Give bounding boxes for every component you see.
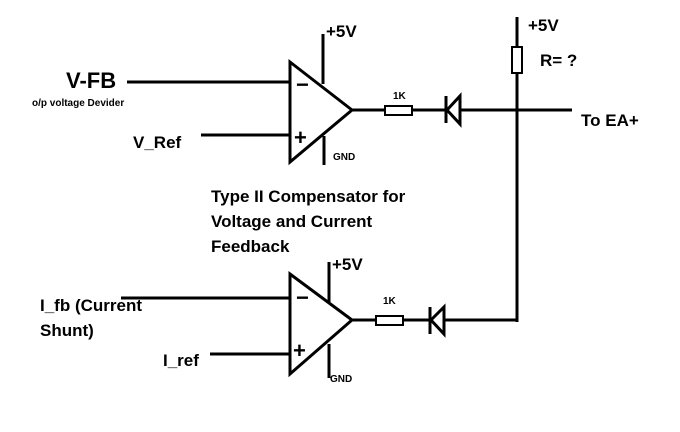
pullup-supply-label: +5V [528,16,559,35]
top-opamp-supply-label: +5V [326,22,357,41]
bottom-diode [428,303,446,338]
top-diode [444,92,462,128]
to-ea-plus-label: To EA+ [581,111,639,130]
top-opamp: − + +5V GND V-FB o/p voltage Devider V_R… [32,22,572,166]
v-fb-sublabel: o/p voltage Devider [32,98,124,109]
bottom-opamp-minus: − [296,285,309,310]
bottom-opamp-gnd-label: GND [330,374,352,385]
bottom-opamp-plus: + [293,338,306,363]
v-ref-label: V_Ref [133,133,182,152]
diagram-title-line-2: Voltage and Current [211,212,373,231]
pullup-resistor-label: R= ? [540,51,577,70]
top-opamp-minus: − [296,72,309,97]
top-1k-resistor-label: 1K [393,91,407,102]
top-1k-resistor [384,105,413,116]
pullup-network: +5V R= ? To EA+ [511,16,639,322]
i-ref-label: I_ref [163,351,199,370]
bottom-opamp: − + +5V GND I_fb (Current Shunt) I_ref 1… [40,255,518,385]
pullup-resistor [511,46,523,74]
bottom-opamp-supply-label: +5V [332,255,363,274]
top-opamp-gnd-label: GND [333,152,355,163]
bottom-1k-resistor [375,315,404,326]
diagram-title-line-3: Feedback [211,237,290,256]
top-opamp-plus: + [294,125,307,150]
i-fb-label-line-2: Shunt) [40,321,94,340]
v-fb-label: V-FB [66,68,116,93]
diagram-title-line-1: Type II Compensator for [211,187,406,206]
bottom-1k-resistor-label: 1K [383,296,397,307]
i-fb-label-line-1: I_fb (Current [40,296,142,315]
